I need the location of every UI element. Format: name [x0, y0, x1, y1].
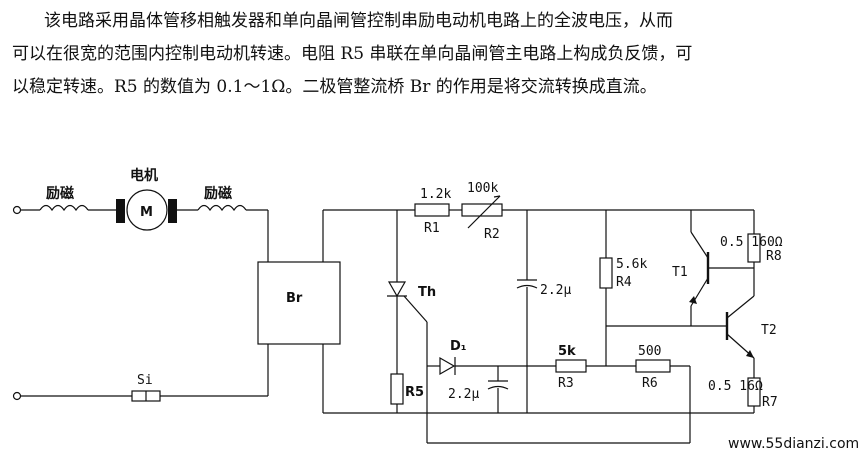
motor-brush-left: [116, 199, 125, 223]
thyristor-th: [387, 281, 407, 298]
label-r2-value: 100k: [467, 181, 498, 196]
bridge-rectifier: [257, 261, 341, 345]
label-r8-values: 0.5 160Ω: [720, 235, 783, 250]
field-coil-left: [39, 204, 89, 212]
motor-symbol: [126, 189, 168, 231]
resistor-r4: [599, 257, 613, 289]
label-d1: D₁: [450, 339, 467, 354]
resistor-r1: [414, 203, 450, 217]
label-r2: R2: [484, 227, 500, 242]
label-thyristor: Th: [418, 285, 436, 300]
description-text: 该电路采用晶体管移相触发器和单向晶闸管控制串励电动机电路上的全波电压，从而 可以…: [0, 0, 859, 110]
label-t2: T2: [761, 323, 777, 338]
label-field-left: 励磁: [46, 185, 74, 202]
description-line-2: 可以在很宽的范围内控制电动机转速。电阻 R5 串联在单向晶闸管主电路上构成负反馈…: [12, 44, 693, 64]
label-r6-value: 500: [638, 344, 661, 359]
label-r3: R3: [558, 376, 574, 391]
label-cap-bottom: 2.2μ: [448, 387, 479, 402]
label-r1-value: 1.2k: [420, 187, 451, 202]
label-motor-title: 电机: [130, 167, 158, 184]
field-coil-right: [197, 204, 247, 212]
resistor-r3: [555, 359, 587, 373]
label-r7: R7: [762, 395, 778, 410]
label-r4-value: 5.6k: [616, 257, 647, 272]
label-r6: R6: [642, 376, 658, 391]
label-r7-values: 0.5 16Ω: [708, 379, 763, 394]
input-terminal-bottom: [12, 391, 22, 401]
label-r3-value: 5k: [558, 344, 576, 359]
label-field-right: 励磁: [204, 185, 232, 202]
description-line-3: 以稳定转速。R5 的数值为 0.1～1Ω。二极管整流桥 Br 的作用是将交流转换…: [12, 77, 657, 97]
label-r1: R1: [424, 221, 440, 236]
resistor-r6: [635, 359, 671, 373]
label-r4: R4: [616, 275, 632, 290]
label-switch: Si: [137, 373, 153, 388]
label-motor-symbol: M: [140, 205, 153, 220]
resistor-r5: [390, 373, 404, 405]
description-line-1: 该电路采用晶体管移相触发器和单向晶闸管控制串励电动机电路上的全波电压，从而: [44, 11, 673, 31]
label-r5: R5: [405, 385, 424, 400]
watermark: www.55dianzi.com: [728, 436, 859, 452]
input-terminal-top: [12, 205, 22, 215]
label-t1: T1: [672, 265, 688, 280]
label-cap-top: 2.2μ: [540, 283, 571, 298]
diode-d1: [439, 356, 456, 376]
motor-brush-right: [168, 199, 177, 223]
label-bridge: Br: [286, 291, 303, 306]
label-r8: R8: [766, 249, 782, 264]
